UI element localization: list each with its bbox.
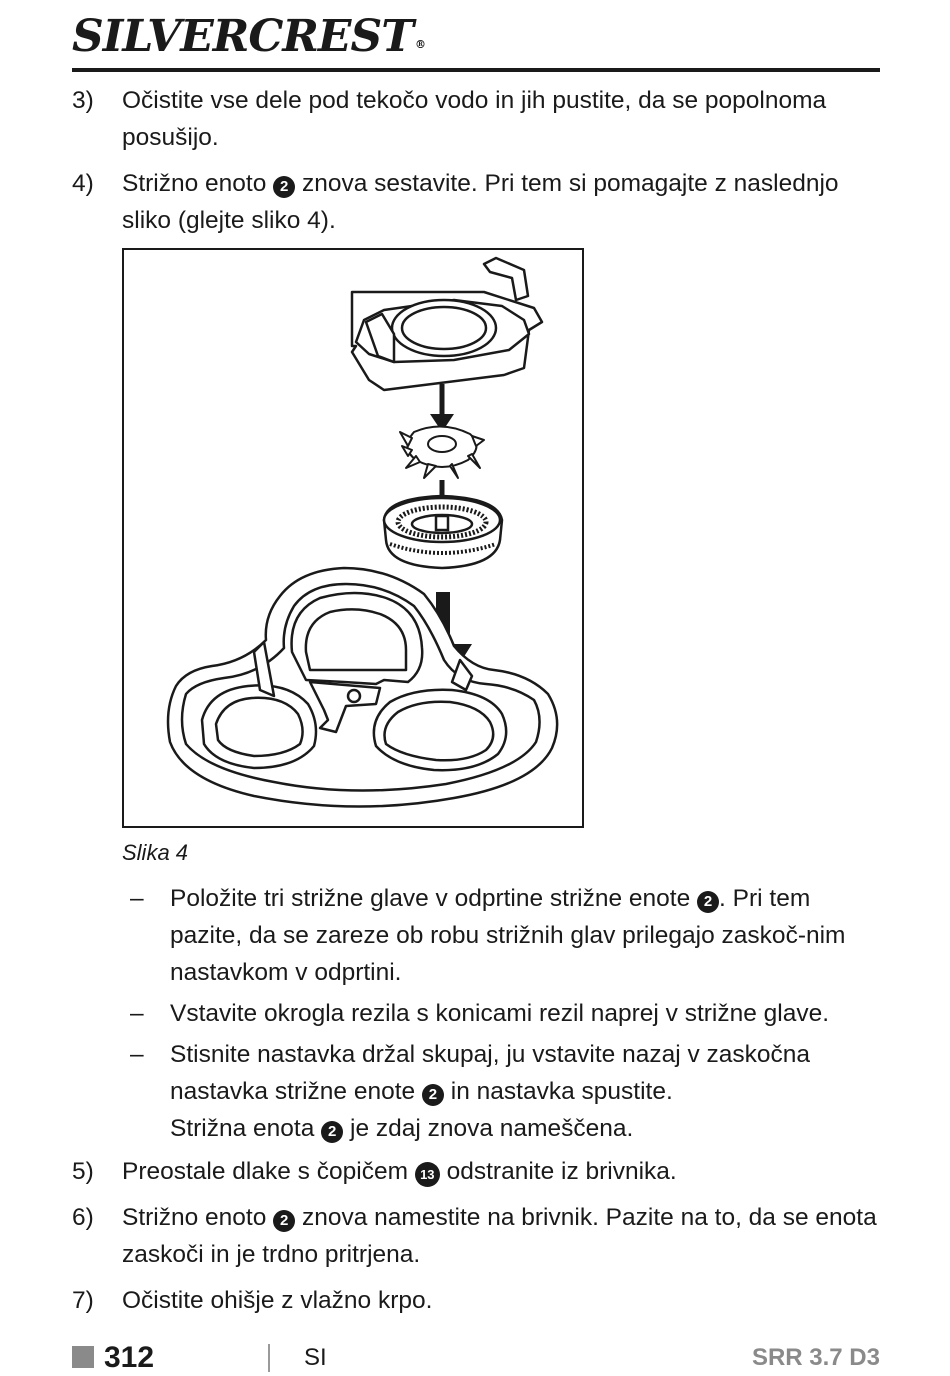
step-text: Strižno enoto xyxy=(122,1204,267,1231)
bullet-item: – Položite tri strižne glave v odprtine … xyxy=(72,880,882,991)
step-number: 4) xyxy=(72,170,94,197)
brand-name: SILVERCREST xyxy=(72,11,414,62)
part-ref-badge: 2 xyxy=(273,1210,296,1232)
bullet-text: Stisnite nastavka držal skupaj, ju vstav… xyxy=(170,1041,811,1105)
bullet-dash: – xyxy=(130,1000,144,1027)
model-number: SRR 3.7 D3 xyxy=(751,1344,880,1371)
part-ref-badge: 2 xyxy=(697,891,720,913)
step-text: Preostale dlake s čopičem xyxy=(122,1158,408,1185)
step-number: 7) xyxy=(72,1287,94,1314)
bullet-dash: – xyxy=(130,1041,144,1068)
part-ref-badge: 13 xyxy=(414,1162,440,1187)
footer-square-icon xyxy=(72,1346,94,1368)
step-text: Očistite vse dele pod tekočo vodo in jih… xyxy=(122,87,827,151)
step-text: znova namestite na brivnik. Pazite na to… xyxy=(122,1204,877,1268)
page-number: 312 xyxy=(104,1341,155,1374)
step-4: 4) Strižno enoto 2 znova sestavite. Pri … xyxy=(72,165,882,239)
brand-logo: SILVERCREST® xyxy=(72,11,426,62)
assembly-illustration xyxy=(166,256,559,808)
header-rule xyxy=(72,68,880,72)
page-footer: 312 SI SRR 3.7 D3 xyxy=(72,1340,880,1376)
step-text: odstranite iz brivnika. xyxy=(446,1158,677,1185)
bullet-text: Položite tri strižne glave v odprtine st… xyxy=(170,885,691,912)
language-code: SI xyxy=(304,1344,327,1371)
bullet-text: Strižna enota xyxy=(170,1115,315,1142)
part-ref-badge: 2 xyxy=(321,1121,344,1143)
step-5: 5) Preostale dlake s čopičem 13 odstrani… xyxy=(72,1153,882,1190)
step-7: 7) Očistite ohišje z vlažno krpo. xyxy=(72,1282,882,1319)
step-number: 6) xyxy=(72,1204,94,1231)
bullet-text: . Pri tem pazite, da se zareze ob robu s… xyxy=(170,885,846,986)
step-text: Očistite ohišje z vlažno krpo. xyxy=(122,1287,433,1314)
step-3: 3) Očistite vse dele pod tekočo vodo in … xyxy=(72,82,882,156)
bullet-text: Vstavite okrogla rezila s konicami rezil… xyxy=(170,1000,830,1027)
step-number: 5) xyxy=(72,1158,94,1185)
page-content: 3) Očistite vse dele pod tekočo vodo in … xyxy=(72,82,882,1328)
bullet-dash: – xyxy=(130,885,144,912)
bullet-text: in nastavka spustite. xyxy=(450,1078,673,1105)
figure-4 xyxy=(122,248,584,828)
bullet-text: je zdaj znova nameščena. xyxy=(350,1115,634,1142)
figure-caption: Slika 4 xyxy=(122,840,189,865)
step-text: znova sestavite. Pri tem si pomagajte z … xyxy=(122,170,839,234)
bullet-item: – Stisnite nastavka držal skupaj, ju vst… xyxy=(72,1036,882,1147)
step-number: 3) xyxy=(72,87,94,114)
arrow-down-icon xyxy=(430,384,454,432)
part-ref-badge: 2 xyxy=(273,176,296,198)
part-ref-badge: 2 xyxy=(421,1084,444,1106)
bullet-item: – Vstavite okrogla rezila s konicami rez… xyxy=(72,995,882,1032)
step-text: Strižno enoto xyxy=(122,170,267,197)
registered-mark: ® xyxy=(414,38,426,51)
footer-divider xyxy=(268,1344,270,1372)
step-6: 6) Strižno enoto 2 znova namestite na br… xyxy=(72,1199,882,1273)
